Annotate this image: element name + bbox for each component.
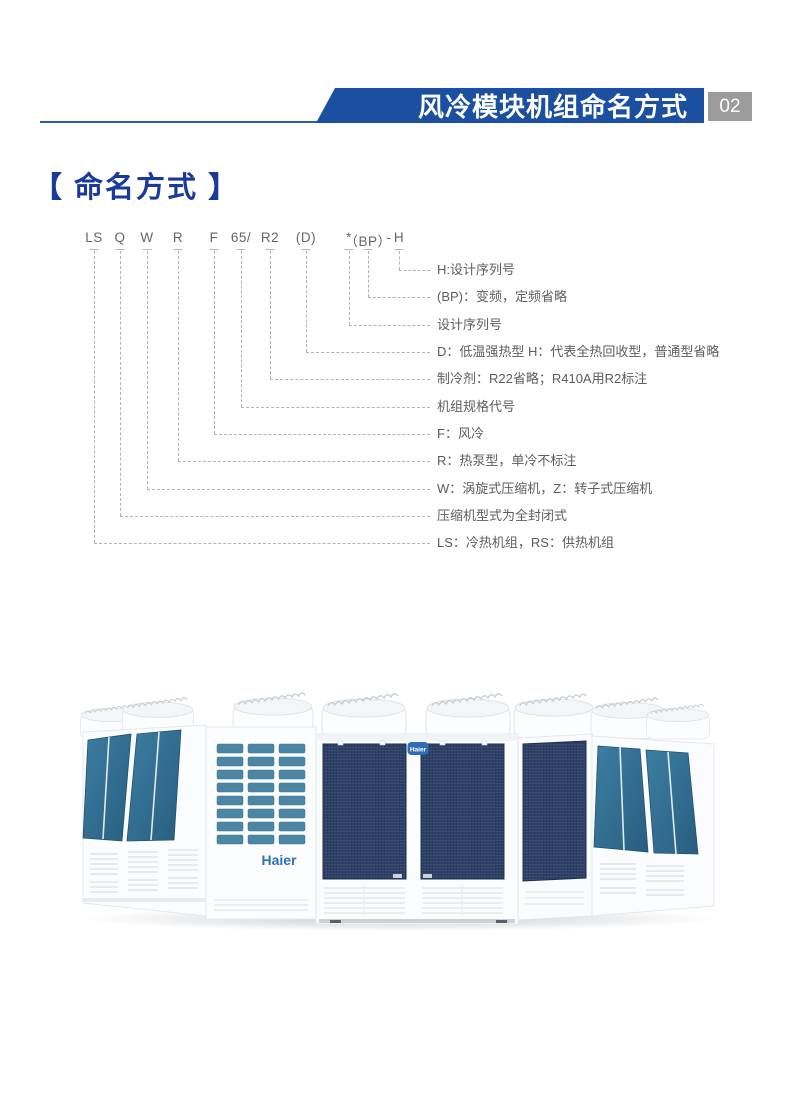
product-image: Haier Haier xyxy=(80,692,718,931)
connector-tick xyxy=(115,249,125,250)
connector-tick xyxy=(265,249,275,250)
naming-explanation: LS：冷热机组，RS：供热机组 xyxy=(437,535,614,550)
connector-vline xyxy=(147,251,148,489)
connector-hline xyxy=(306,352,430,353)
connector-vline xyxy=(368,251,369,297)
code-label: H xyxy=(393,230,405,245)
connector-hline xyxy=(147,489,430,490)
naming-explanation: D：低温强热型 H：代表全热回收型，普通型省略 xyxy=(437,344,720,359)
connector-tick xyxy=(209,249,219,250)
header-banner: 风冷模块机组命名方式 xyxy=(316,88,704,123)
header-title: 风冷模块机组命名方式 xyxy=(417,92,688,122)
connector-hline xyxy=(94,543,430,544)
code-label: (D) xyxy=(295,230,317,245)
naming-explanation: 设计序列号 xyxy=(437,317,503,332)
connector-vline xyxy=(349,251,350,325)
code-label: （BP） xyxy=(344,234,392,249)
connector-hline xyxy=(241,407,430,408)
connector-vline xyxy=(270,251,271,379)
connector-hline xyxy=(270,379,430,380)
code-label: R xyxy=(172,230,184,245)
naming-explanation: 压缩机型式为全封闭式 xyxy=(437,508,568,523)
brand-logo-text: Haier xyxy=(261,852,297,868)
connector-vline xyxy=(94,251,95,543)
connector-vline xyxy=(178,251,179,461)
code-label: 65/ xyxy=(230,230,252,245)
connector-tick xyxy=(363,249,373,250)
connector-vline xyxy=(120,251,121,516)
connector-tick xyxy=(236,249,246,250)
code-label: R2 xyxy=(260,230,280,245)
connector-tick xyxy=(142,249,152,250)
naming-explanation: (BP)：变频，定频省略 xyxy=(437,289,568,304)
connector-hline xyxy=(214,434,430,435)
connector-vline xyxy=(399,251,400,270)
connector-vline xyxy=(241,251,242,407)
code-label: Q xyxy=(114,230,126,245)
connector-hline xyxy=(178,461,430,462)
code-label: LS xyxy=(85,230,103,245)
naming-explanation: 机组规格代号 xyxy=(437,399,516,414)
naming-explanation: 制冷剂：R22省略；R410A用R2标注 xyxy=(437,371,648,386)
connector-tick xyxy=(89,249,99,250)
page-number-badge: 02 xyxy=(708,92,752,121)
connector-tick xyxy=(394,249,404,250)
brand-badge: Haier xyxy=(410,747,427,754)
code-label: F xyxy=(209,230,219,245)
connector-hline xyxy=(399,270,430,271)
connector-vline xyxy=(214,251,215,434)
code-label: * xyxy=(346,230,352,245)
connector-hline xyxy=(368,297,430,298)
section-title: 【 命名方式 】 xyxy=(33,172,240,204)
naming-explanation: W：涡旋式压缩机，Z：转子式压缩机 xyxy=(437,481,653,496)
connector-hline xyxy=(349,325,430,326)
connector-hline xyxy=(120,516,430,517)
naming-explanation: F：风冷 xyxy=(437,426,484,441)
naming-explanation: R：热泵型，单冷不标注 xyxy=(437,453,577,468)
naming-explanation: H:设计序列号 xyxy=(437,262,516,277)
code-label: W xyxy=(140,230,154,245)
connector-tick xyxy=(344,249,354,250)
code-label: - xyxy=(386,230,392,245)
connector-vline xyxy=(306,251,307,352)
connector-tick xyxy=(173,249,183,250)
connector-tick xyxy=(301,249,311,250)
